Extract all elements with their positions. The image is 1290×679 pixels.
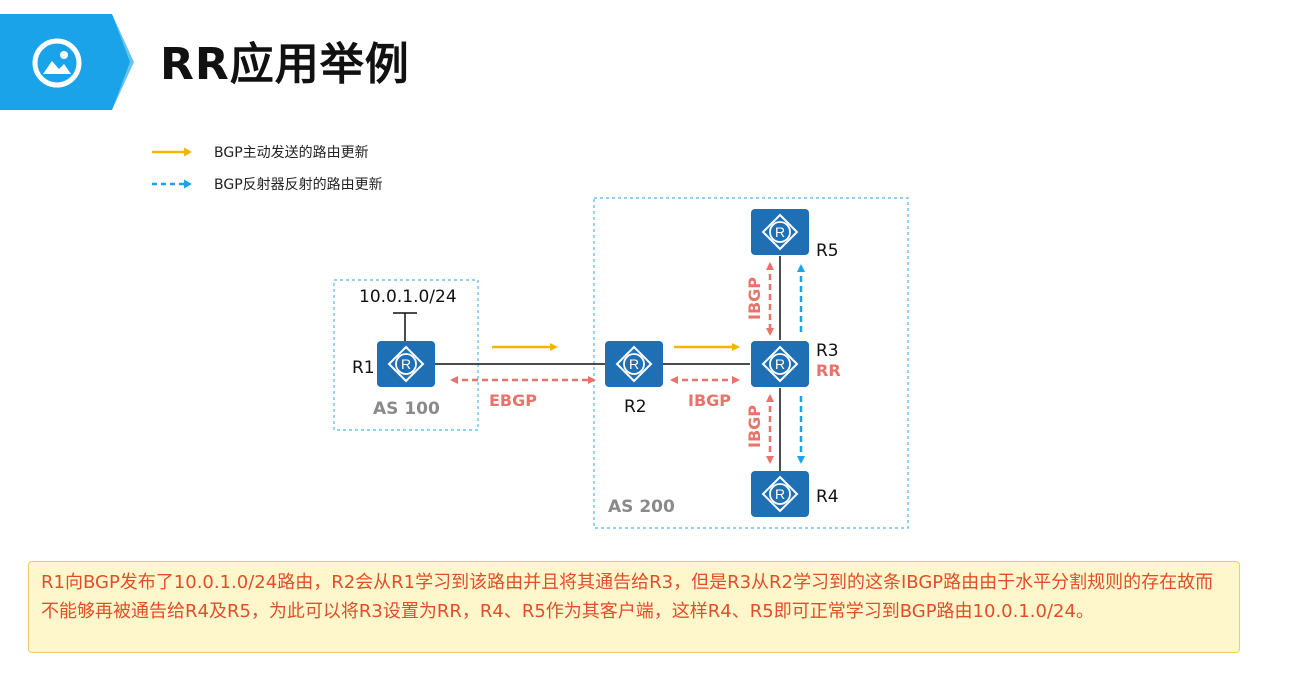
router-r1[interactable]: [376, 340, 436, 388]
legend-label: BGP反射器反射的路由更新: [214, 177, 383, 193]
as200-label: AS 200: [608, 497, 675, 517]
router-r4-label: R4: [816, 487, 839, 507]
router-r3-label: R3: [816, 341, 839, 361]
ebgp-label: EBGP: [489, 391, 537, 410]
router-r3[interactable]: [750, 340, 810, 388]
as200-box: [593, 197, 909, 529]
router-icon: [376, 340, 436, 388]
solid-arrow-icon: [152, 147, 192, 157]
router-r2-label: R2: [624, 397, 647, 417]
bgp-topology-diagram: R 10.0.1.0/24 EBGP IBGP IBGP IBGP R1 R2 …: [333, 197, 909, 529]
router-icon: [750, 470, 810, 518]
router-r5-label: R5: [816, 241, 839, 261]
legend-item-active-update: BGP主动发送的路由更新: [150, 136, 383, 168]
router-icon: [750, 208, 810, 256]
router-r3-role: RR: [816, 361, 841, 380]
ibgp-label-r2-r3: IBGP: [688, 391, 731, 410]
legend-label: BGP主动发送的路由更新: [214, 145, 369, 161]
image-icon: [32, 38, 82, 88]
ibgp-label-r3-r5: IBGP: [745, 277, 764, 320]
as100-box: [333, 279, 479, 431]
as100-label: AS 100: [373, 399, 440, 419]
router-icon: [750, 340, 810, 388]
network-prefix: 10.0.1.0/24: [359, 287, 457, 307]
router-icon: [604, 340, 664, 388]
legend-item-reflected-update: BGP反射器反射的路由更新: [150, 168, 383, 200]
ibgp-label-r3-r4: IBGP: [745, 405, 764, 448]
legend: BGP主动发送的路由更新 BGP反射器反射的路由更新: [150, 136, 383, 200]
page-title: RR应用举例: [160, 39, 410, 90]
explanation-note: R1向BGP发布了10.0.1.0/24路由，R2会从R1学习到该路由并且将其通…: [28, 561, 1240, 653]
router-r1-label: R1: [352, 358, 375, 378]
router-r4[interactable]: [750, 470, 810, 518]
header-banner: [0, 14, 136, 110]
router-r5[interactable]: [750, 208, 810, 256]
dashed-arrow-icon: [152, 179, 192, 189]
router-r2[interactable]: [604, 340, 664, 388]
